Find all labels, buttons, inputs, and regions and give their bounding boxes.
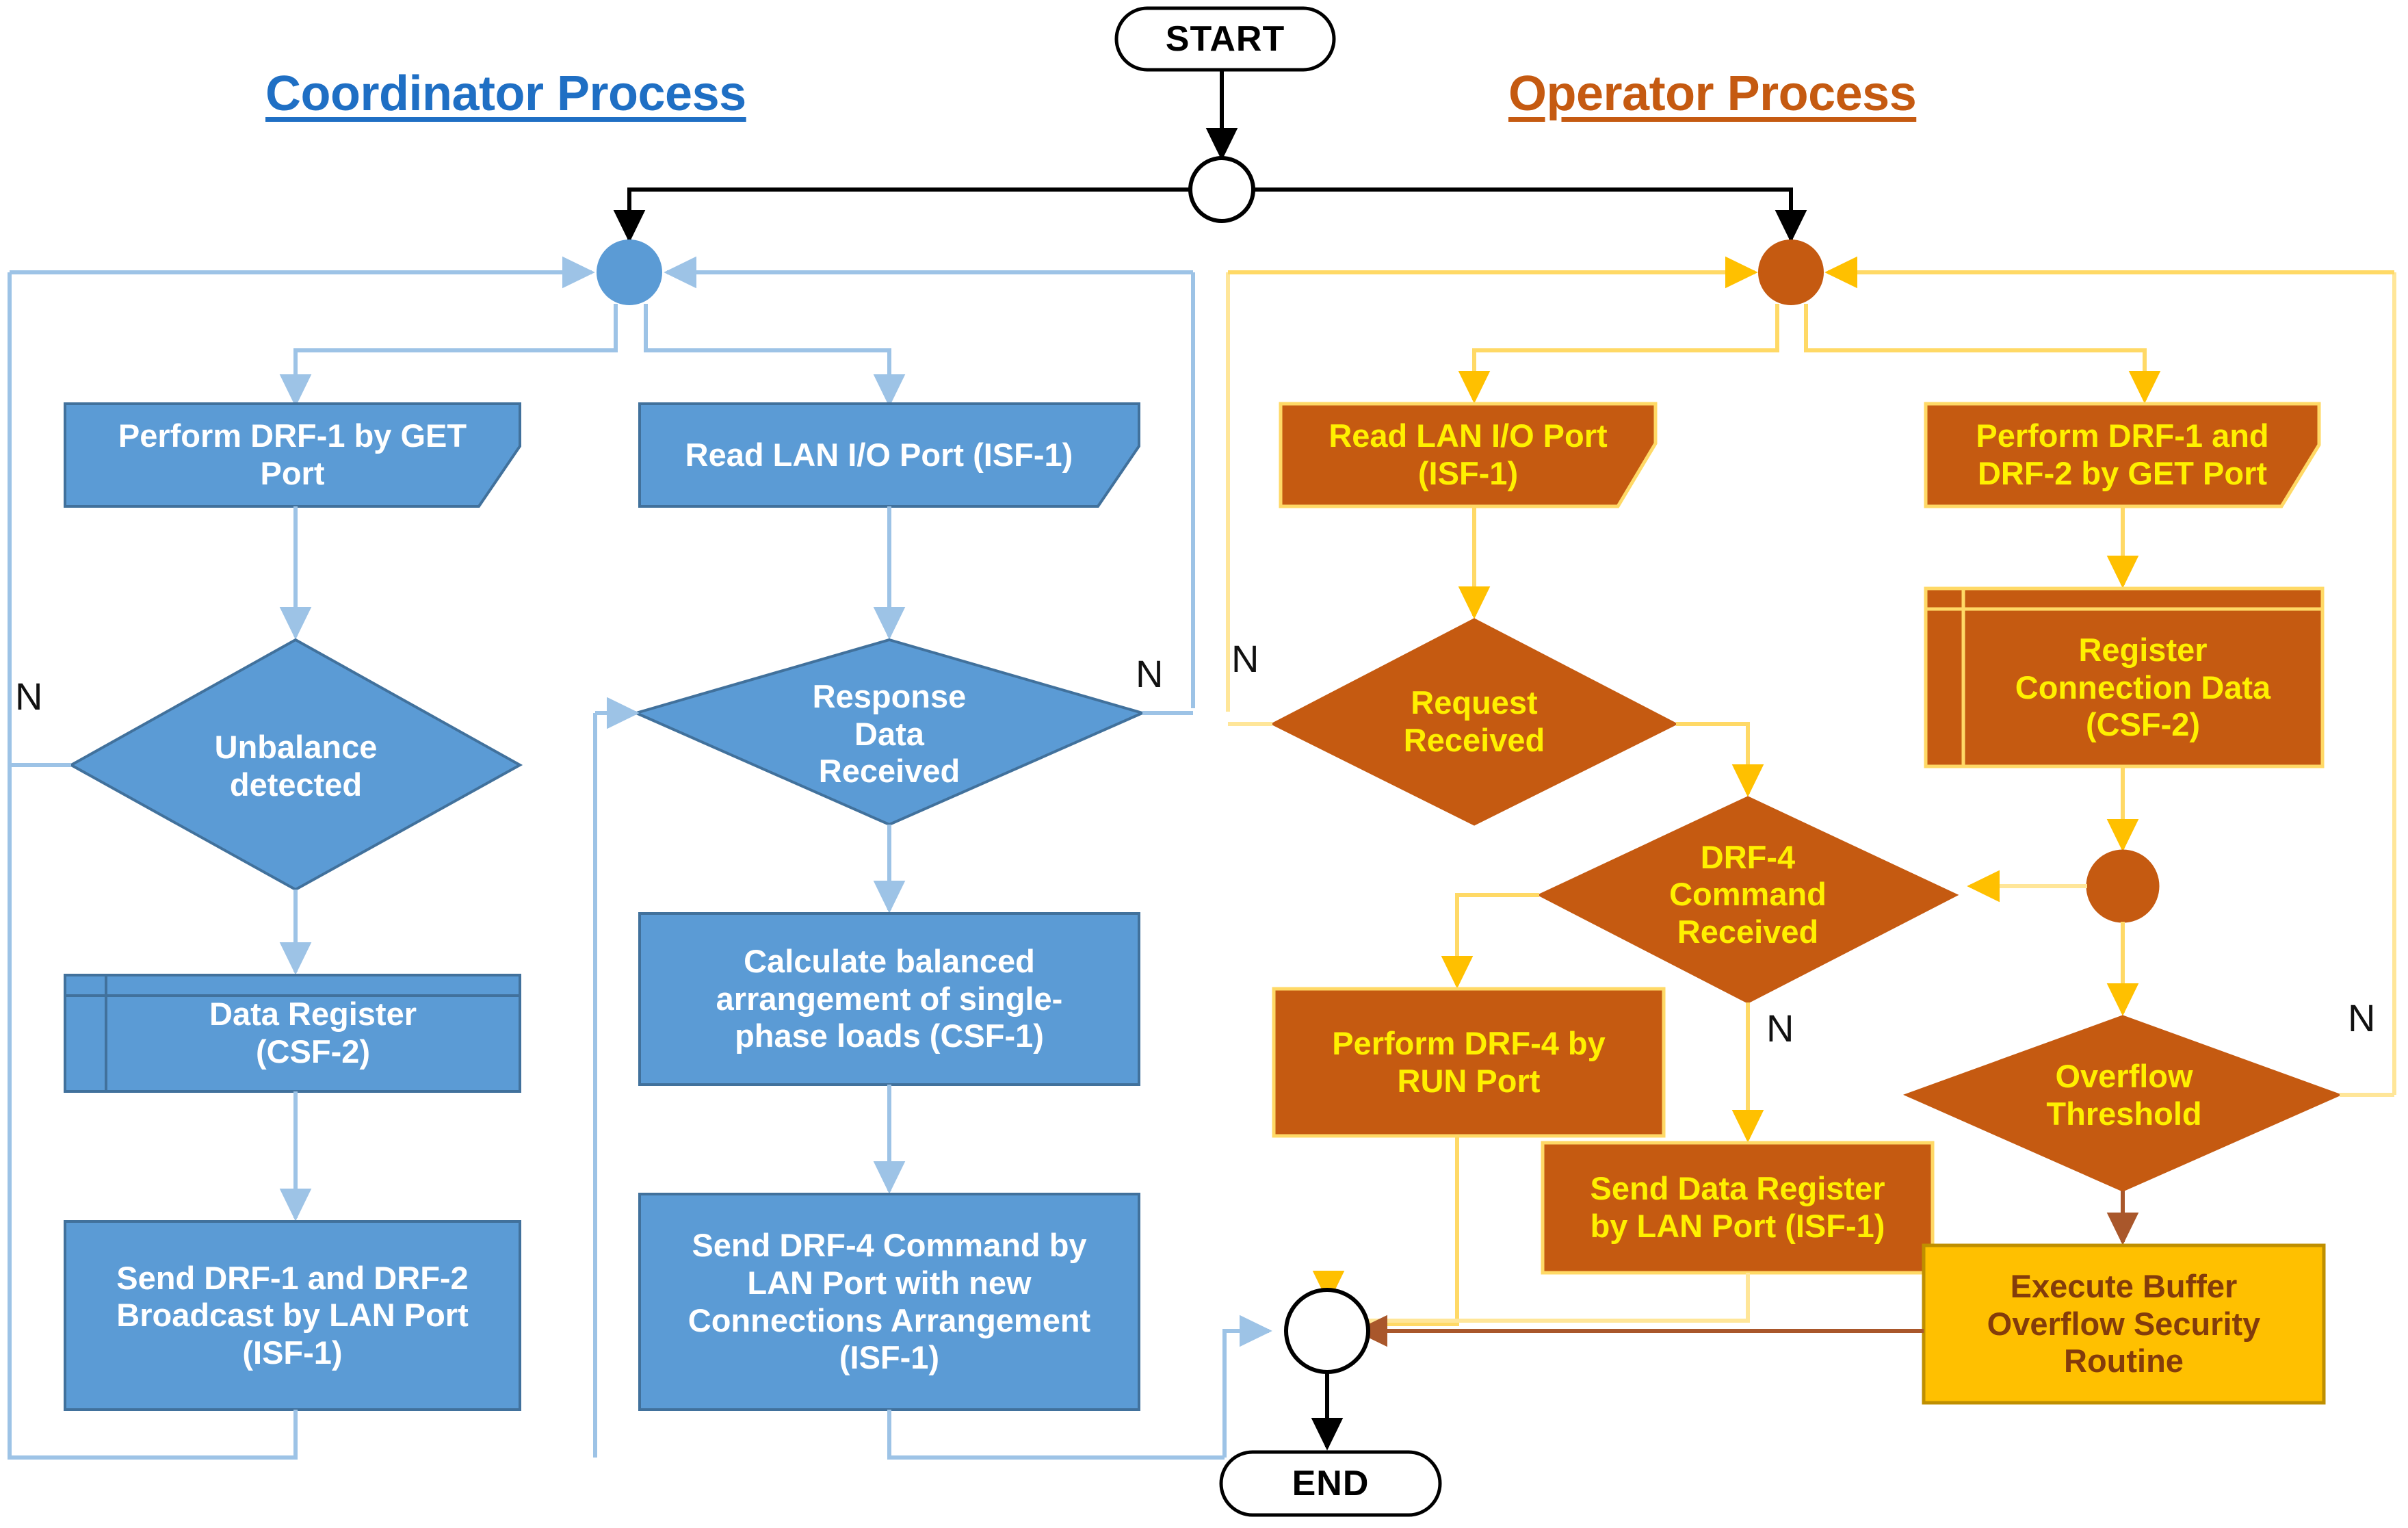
branch-label-request-no: N [1231, 637, 1259, 680]
request-received-shape [1270, 618, 1679, 826]
coordinator-junction [597, 239, 662, 305]
overflow-threshold-shape [1902, 1015, 2343, 1192]
branch-label-drf4-no: N [1766, 1007, 1794, 1050]
coordinator-process-title: Coordinator Process [265, 66, 746, 121]
start-terminator-shape [1114, 6, 1336, 72]
register-connection-data-csf2-shape [1924, 586, 2325, 768]
send-drf1-drf2-broadcast-shape [64, 1220, 521, 1411]
unbalance-detected-shape [68, 638, 523, 892]
end-terminator-shape [1219, 1450, 1442, 1517]
operator-junction [1758, 239, 1824, 305]
execute-buffer-overflow-routine-shape [1922, 1243, 2326, 1405]
end-merge-junction [1284, 1288, 1370, 1374]
response-data-received-shape [632, 638, 1147, 827]
perform-drf1-drf2-get-port-shape [1924, 402, 2321, 508]
branch-label-response-no: N [1136, 652, 1164, 695]
operator-process-title: Operator Process [1508, 66, 1917, 121]
end-terminator-label: END [1292, 1464, 1370, 1503]
calculate-balanced-arrangement-shape [638, 912, 1140, 1086]
branch-label-overflow-no: N [2348, 996, 2376, 1039]
data-register-csf2-shape [64, 974, 521, 1093]
read-lan-io-port-isf1-shape [638, 402, 1140, 508]
start-terminator-label: START [1165, 19, 1285, 59]
send-data-register-lan-shape [1541, 1141, 1935, 1275]
perform-drf1-get-port-shape [64, 402, 521, 508]
start-split-junction [1188, 156, 1255, 223]
branch-label-unbalance-no: N [15, 675, 43, 718]
drf4-command-received-shape [1536, 796, 1959, 1004]
operator-merge-junction [2086, 849, 2160, 923]
send-drf4-command-shape [638, 1193, 1140, 1411]
read-lan-io-port-isf1-op-shape [1279, 402, 1658, 508]
perform-drf4-run-port-shape [1272, 987, 1666, 1138]
